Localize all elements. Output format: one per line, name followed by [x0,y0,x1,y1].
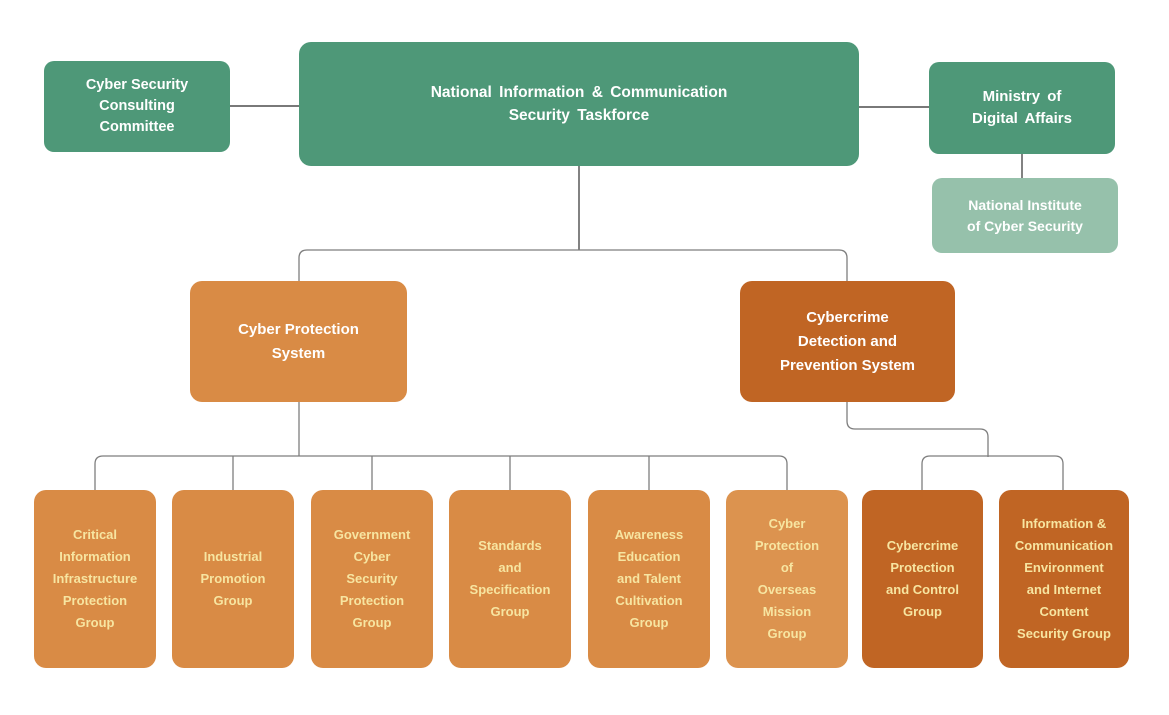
node-national-information-communication-security-taskforce: National Information & Communication Sec… [299,42,859,166]
connector-protection-children-bus [94,455,788,490]
node-critical-information-infrastructure-protection-group: Critical Information Infrastructure Prot… [34,490,156,668]
connector-systems-bus [298,249,848,281]
node-awareness-education-and-talent-cultivation-group: Awareness Education and Talent Cultivati… [588,490,710,668]
connector-cybercrime-children-bus [921,455,1064,490]
node-ministry-of-digital-affairs: Ministry of Digital Affairs [929,62,1115,154]
node-cyber-protection-system: Cyber Protection System [190,281,407,402]
node-national-institute-of-cyber-security: National Institute of Cyber Security [932,178,1118,253]
connector-cybercrime-elbow [846,402,989,457]
node-industrial-promotion-group: Industrial Promotion Group [172,490,294,668]
node-cyber-security-consulting-committee: Cyber Security Consulting Committee [44,61,230,152]
node-government-cyber-security-protection-group: Government Cyber Security Protection Gro… [311,490,433,668]
node-standards-and-specification-group: Standards and Specification Group [449,490,571,668]
node-cybercrime-detection-and-prevention-system: Cybercrime Detection and Prevention Syst… [740,281,955,402]
node-cyber-protection-of-overseas-mission-group: Cyber Protection of Overseas Mission Gro… [726,490,848,668]
node-information-communication-environment-internet-content-security-group: Information & Communication Environment … [999,490,1129,668]
node-cybercrime-protection-and-control-group: Cybercrime Protection and Control Group [862,490,983,668]
